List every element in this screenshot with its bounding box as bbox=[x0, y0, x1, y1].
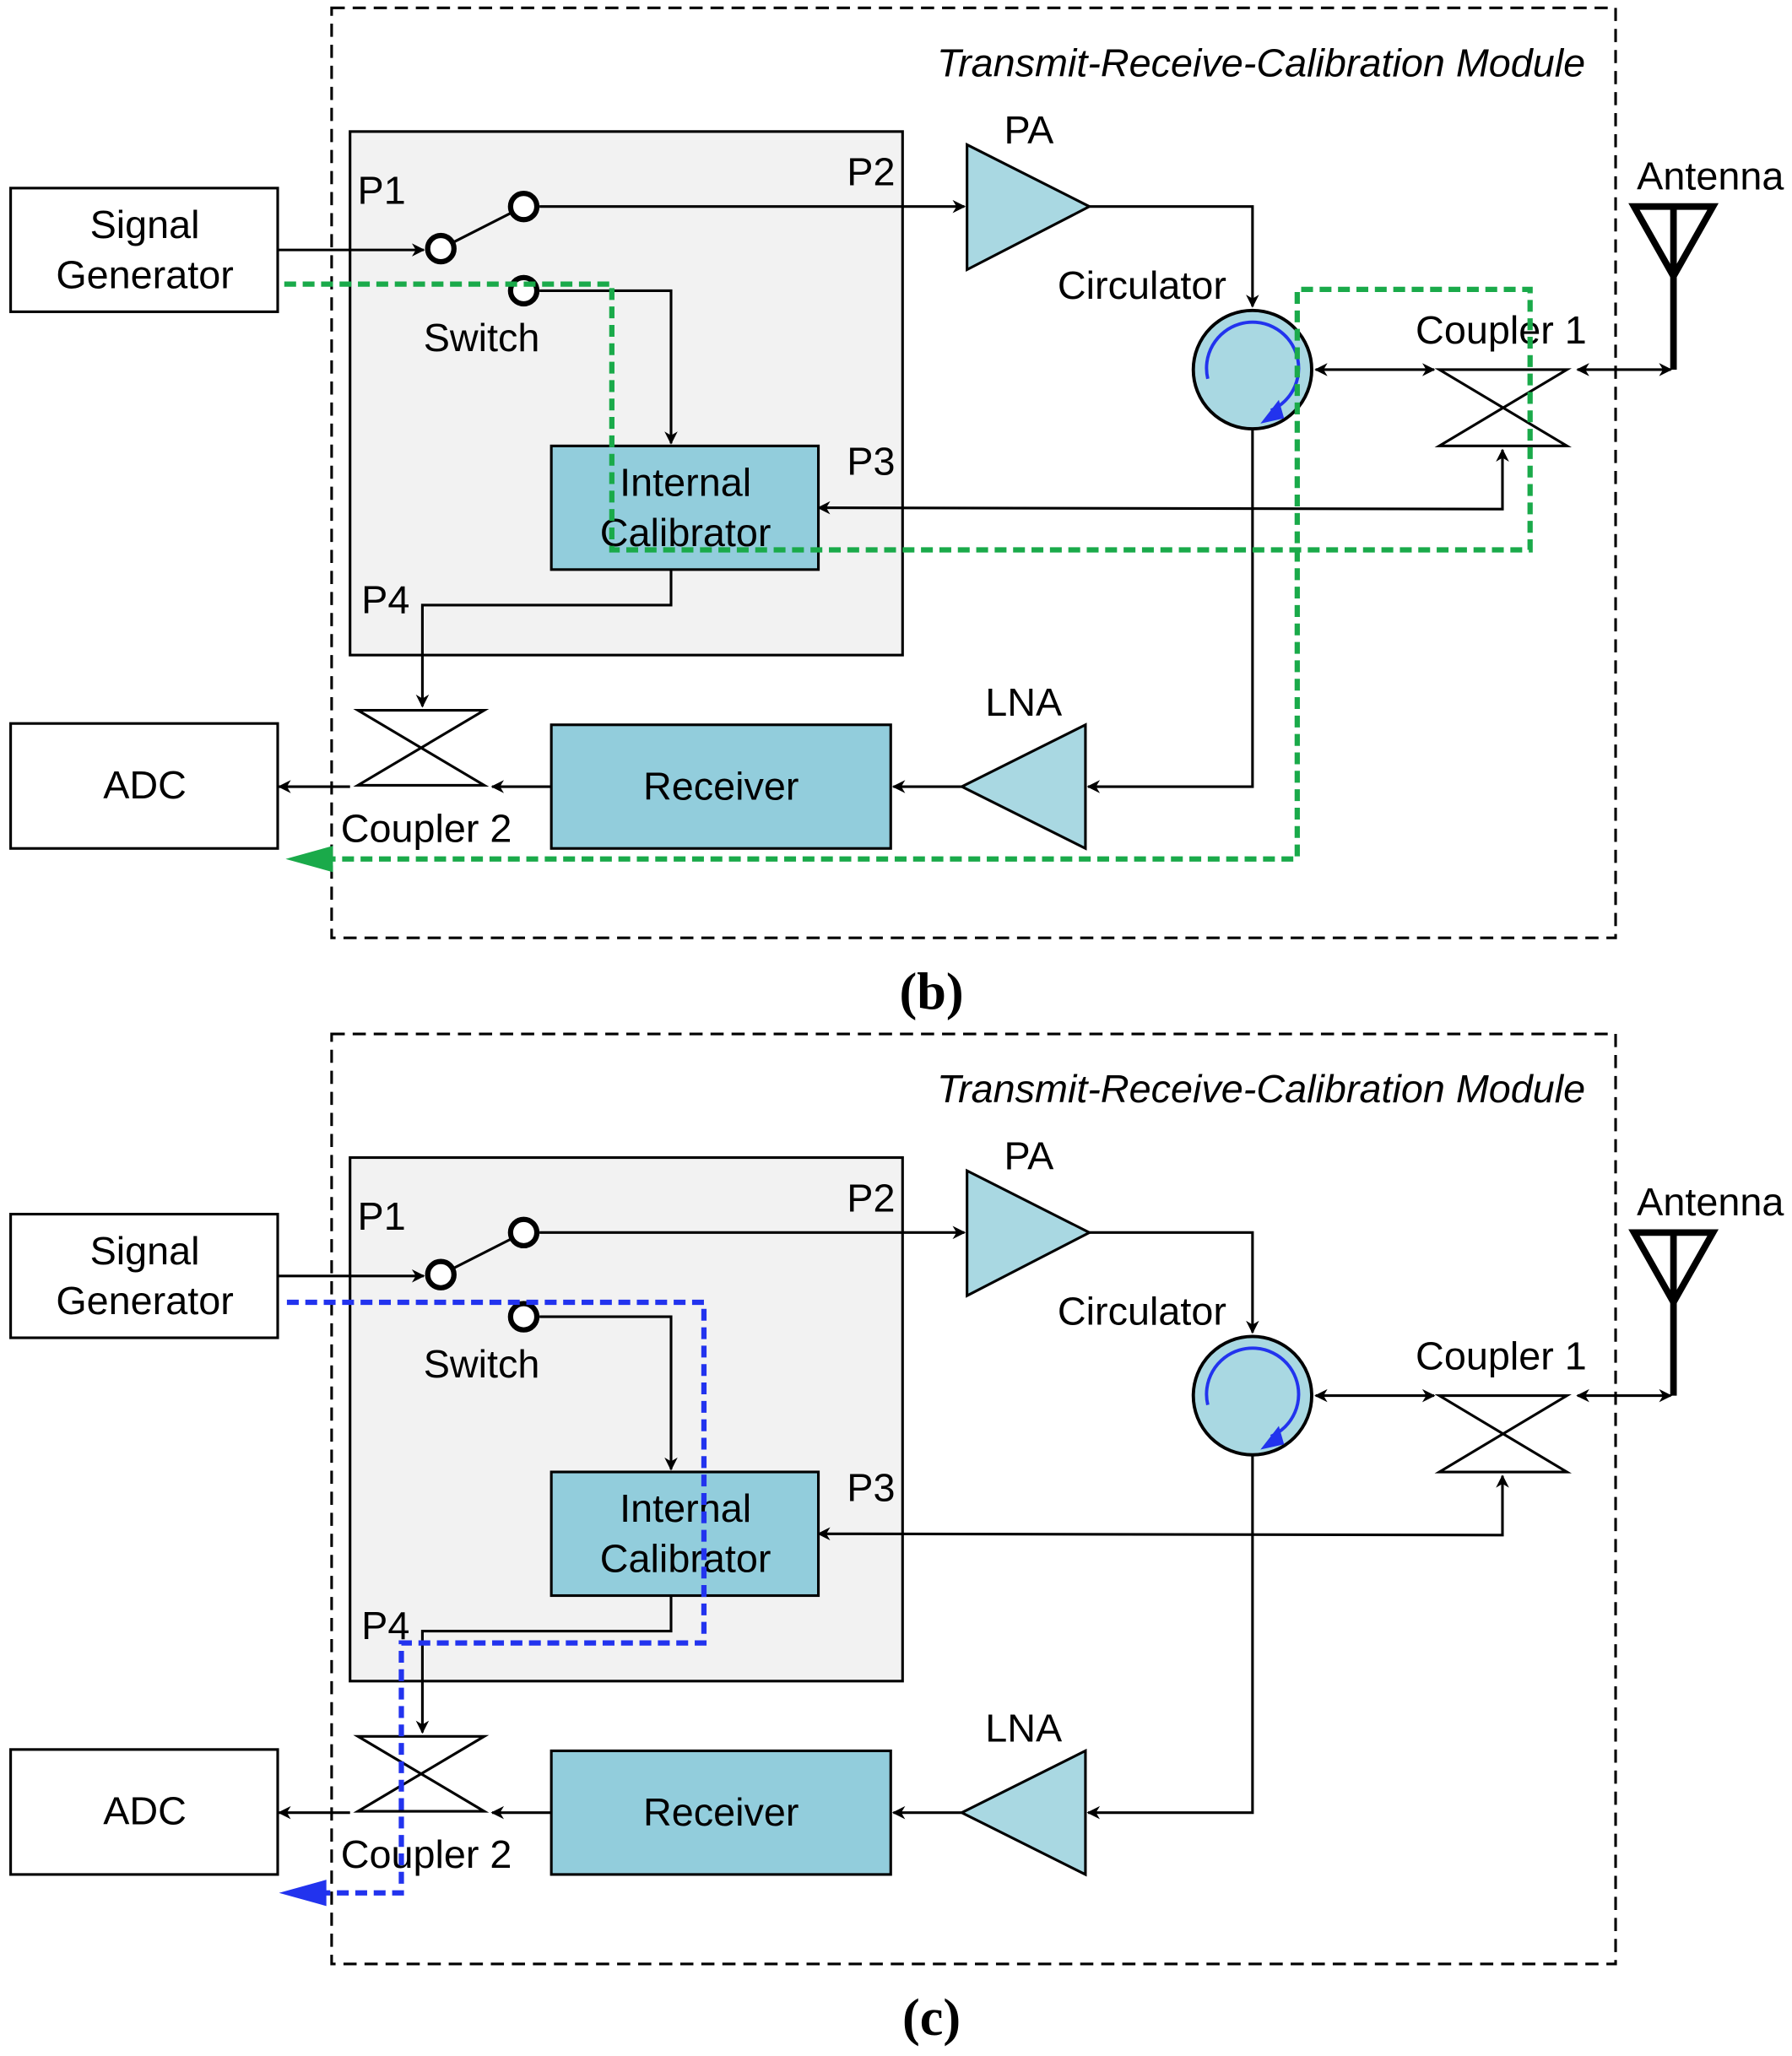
wire-switch-calibrator bbox=[539, 289, 678, 445]
module-boundary bbox=[330, 1032, 1617, 1966]
module-title: Transmit-Receive-Calibration Module bbox=[937, 1067, 1585, 1111]
wire-calibrator-coupler2 bbox=[415, 569, 673, 708]
calibrator-label: Calibrator bbox=[600, 1536, 771, 1580]
pa-triangle bbox=[966, 1168, 1093, 1298]
circulator-arrowhead-icon bbox=[1260, 399, 1285, 424]
circulator-arrowhead-icon bbox=[1260, 1426, 1285, 1450]
receiver-label: Receiver bbox=[643, 765, 799, 809]
panel-c: Transmit-Receive-Calibration ModuleSigna… bbox=[9, 1032, 1784, 2047]
circulator-label: Circulator bbox=[1058, 1289, 1226, 1333]
wire-switch-calibrator bbox=[539, 1315, 678, 1471]
wire-coupler1-calibrator bbox=[816, 1474, 1509, 1541]
calibrator-label: Internal bbox=[620, 1486, 751, 1530]
switch-terminal bbox=[507, 1301, 540, 1333]
port-p2-label: P2 bbox=[847, 150, 895, 194]
wire-coupler1-calibrator bbox=[816, 448, 1509, 515]
receiver-box bbox=[550, 1749, 892, 1876]
calibration-path-arrowhead-icon bbox=[279, 1880, 327, 1907]
antenna-icon bbox=[1628, 1229, 1719, 1309]
signal-generator-label: Signal bbox=[90, 1229, 200, 1273]
port-p2-label: P2 bbox=[847, 1176, 895, 1220]
coupler1-label: Coupler 1 bbox=[1416, 1334, 1587, 1377]
pa-label: PA bbox=[1004, 1134, 1054, 1178]
calibration-path bbox=[286, 1299, 707, 1896]
panel-b: Transmit-Receive-Calibration ModuleSigna… bbox=[9, 6, 1784, 1020]
calibrator-label: Internal bbox=[620, 461, 751, 505]
port-p1-label: P1 bbox=[358, 1194, 406, 1238]
lna-label: LNA bbox=[985, 680, 1063, 724]
switch-label: Switch bbox=[424, 1342, 540, 1386]
coupler1-icon bbox=[1434, 368, 1572, 447]
signal-generator-label: Signal bbox=[90, 203, 200, 246]
circulator-arrow-icon bbox=[1205, 320, 1301, 413]
signal-generator-label: Generator bbox=[56, 252, 233, 296]
calibration-path-arrowhead-icon bbox=[285, 846, 333, 873]
wire-circulator-lna bbox=[1086, 1454, 1254, 1820]
switch-terminal bbox=[507, 190, 540, 223]
switch-terminal bbox=[507, 1216, 540, 1249]
adc-label: ADC bbox=[103, 1789, 187, 1833]
port-p1-label: P1 bbox=[358, 169, 406, 213]
wire-circulator-lna bbox=[1086, 429, 1254, 793]
switch-label: Switch bbox=[424, 316, 540, 360]
port-p4-label: P4 bbox=[361, 577, 409, 621]
coupler2-label: Coupler 2 bbox=[341, 1832, 512, 1876]
coupler1-icon bbox=[1434, 1394, 1572, 1474]
circulator-circle bbox=[1191, 308, 1313, 431]
module-boundary bbox=[330, 6, 1617, 939]
calibration-path bbox=[284, 281, 1533, 862]
coupler1-label: Coupler 1 bbox=[1416, 308, 1587, 352]
switch-terminal bbox=[425, 232, 457, 265]
wire-pa-circulator bbox=[1089, 205, 1259, 308]
circulator-arrow-icon bbox=[1205, 1346, 1301, 1438]
adc-label: ADC bbox=[103, 763, 187, 807]
module-title: Transmit-Receive-Calibration Module bbox=[937, 41, 1585, 84]
lna-triangle bbox=[958, 1748, 1087, 1877]
circulator-circle bbox=[1191, 1334, 1313, 1457]
panel-caption: (c) bbox=[902, 1988, 961, 2047]
adc-box bbox=[9, 722, 279, 850]
switch-terminal bbox=[425, 1258, 457, 1290]
receiver-label: Receiver bbox=[643, 1790, 799, 1834]
lna-triangle bbox=[958, 722, 1087, 851]
calibration-unit-box bbox=[349, 1155, 904, 1683]
coupler2-icon bbox=[353, 1734, 490, 1813]
lna-label: LNA bbox=[985, 1707, 1063, 1750]
calibrator-label: Calibrator bbox=[600, 511, 771, 555]
wire-calibrator-coupler2 bbox=[415, 1595, 673, 1734]
coupler2-icon bbox=[353, 709, 490, 787]
adc-box bbox=[9, 1748, 279, 1876]
antenna-icon bbox=[1628, 203, 1719, 284]
internal-calibrator-box bbox=[550, 1470, 820, 1598]
calibration-unit-box bbox=[349, 130, 904, 657]
wire-pa-circulator bbox=[1089, 1231, 1259, 1334]
antenna-label: Antenna bbox=[1637, 1180, 1784, 1224]
port-p3-label: P3 bbox=[847, 1465, 895, 1509]
port-p3-label: P3 bbox=[847, 440, 895, 484]
coupler2-label: Coupler 2 bbox=[341, 806, 512, 850]
signal-generator-box bbox=[9, 1212, 279, 1339]
port-p4-label: P4 bbox=[361, 1604, 409, 1648]
pa-triangle bbox=[966, 142, 1093, 273]
circulator-label: Circulator bbox=[1058, 263, 1226, 307]
pa-label: PA bbox=[1004, 108, 1054, 152]
signal-generator-label: Generator bbox=[56, 1279, 233, 1323]
panel-caption: (b) bbox=[899, 962, 963, 1020]
antenna-label: Antenna bbox=[1637, 154, 1784, 197]
